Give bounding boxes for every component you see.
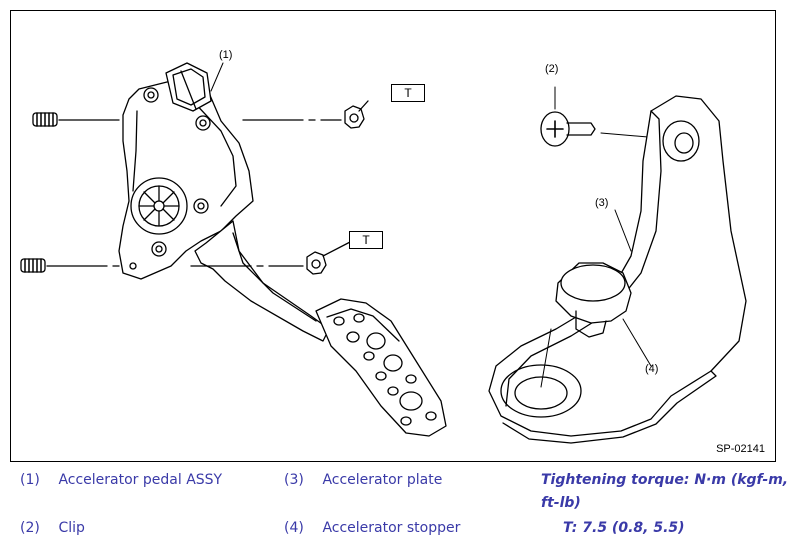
accelerator-plate [488,95,747,437]
legend-label: Accelerator stopper [322,520,461,536]
legend-num: (4) [284,520,304,536]
legend-num: (2) [20,520,40,536]
diagram-drawing [20,62,747,444]
legend-num: (1) [20,472,40,488]
torque-value: T: 7.5 (0.8, 5.5) [563,520,685,536]
pedal-pad [315,298,447,437]
legend-item-3: (3) Accelerator plate [284,472,442,488]
torque-title-line2: ft-lb) [541,495,581,511]
legend-num: (3) [284,472,304,488]
legend-label: Accelerator plate [322,472,443,488]
nut-lower [306,251,327,275]
accelerator-pedal-assy [20,62,447,437]
legend-label: Accelerator pedal ASSY [58,472,223,488]
legend-item-1: (1) Accelerator pedal ASSY [20,472,222,488]
pedal-rotor [130,177,188,235]
figure-id: SP-02141 [716,443,765,455]
torque-mark-upper: T [391,84,425,102]
legend-label: Clip [58,520,85,536]
callout-2: (2) [545,63,559,75]
callout-3: (3) [595,197,609,209]
accelerator-stopper [555,262,632,338]
stud-bolt-upper [32,112,58,127]
diagram-frame: (1) (2) (3) (4) T T SP-02141 [10,10,776,462]
accelerator-plate-group [488,86,747,444]
torque-title-line1: Tightening torque: N·m (kgf-m, [541,472,789,488]
callout-1: (1) [219,49,233,61]
pedal-arm [194,220,330,342]
torque-mark-lower: T [349,231,383,249]
callout-4: (4) [645,363,659,375]
legend-item-4: (4) Accelerator stopper [284,520,460,536]
legend-item-2: (2) Clip [20,520,85,536]
stud-bolt-lower [20,258,46,273]
sensor-connector [165,62,212,112]
clip [540,111,596,147]
bracket-bolt-heads [129,87,211,270]
